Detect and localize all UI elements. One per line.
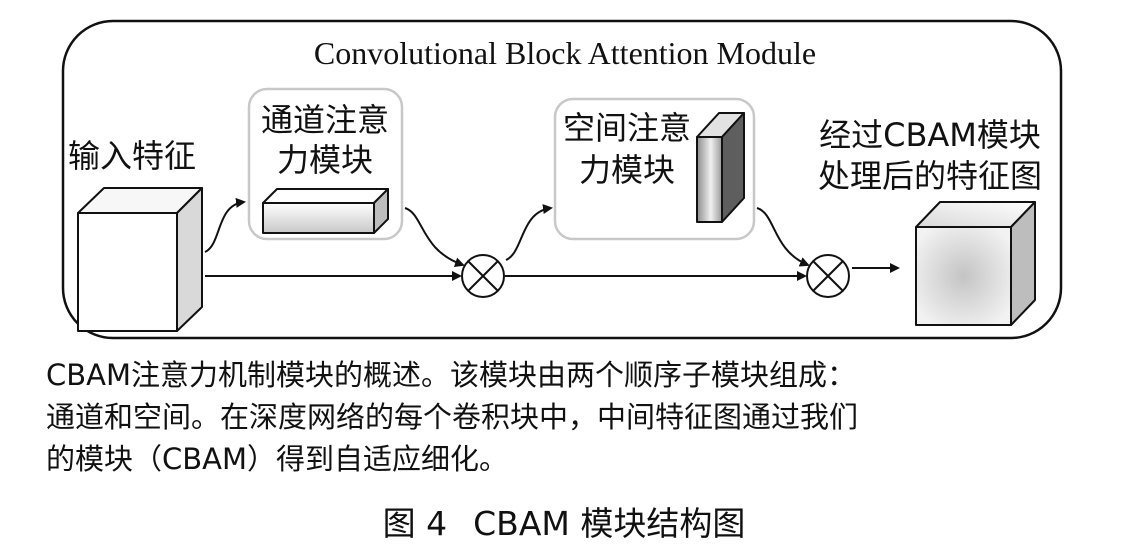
spatial-attention-label-line2: 力模块 bbox=[579, 151, 675, 189]
caption-line-1: CBAM注意力机制模块的概述。该模块由两个顺序子模块组成： bbox=[46, 358, 857, 392]
spatial-attention-map bbox=[696, 112, 745, 223]
multiply-operator-2 bbox=[806, 254, 850, 298]
caption-line-3: 的模块（CBAM）得到自适应细化。 bbox=[46, 442, 509, 476]
multiply-operator-1 bbox=[461, 254, 505, 298]
arrow-multiply-1-to-spatial bbox=[505, 204, 553, 261]
figure-title-text: CBAM 模块结构图 bbox=[473, 504, 746, 543]
figure-title: 图 4 CBAM 模块结构图 bbox=[0, 497, 1128, 545]
output-label-line2: 处理后的特征图 bbox=[818, 157, 1042, 195]
refined-feature-cube bbox=[915, 201, 1036, 326]
arrow-input-to-channel bbox=[204, 197, 246, 253]
caption-line-2: 通道和空间。在深度网络的每个卷积块中，中间特征图通过我们 bbox=[46, 400, 859, 434]
module-title: Convolutional Block Attention Module bbox=[314, 35, 816, 71]
input-feature-label: 输入特征 bbox=[68, 137, 196, 175]
figure-number: 图 4 bbox=[382, 504, 448, 543]
module-frame bbox=[61, 19, 1063, 340]
arrow-spatial-to-multiply-2 bbox=[756, 207, 810, 267]
channel-attention-map bbox=[262, 188, 389, 234]
input-feature-cube bbox=[77, 187, 203, 332]
output-label-line1: 经过CBAM模块 bbox=[819, 116, 1041, 154]
arrow-channel-to-multiply-1 bbox=[404, 207, 465, 268]
channel-attention-label-line2: 力模块 bbox=[277, 141, 373, 179]
spatial-attention-label-line1: 空间注意 bbox=[563, 109, 691, 147]
channel-attention-label-line1: 通道注意 bbox=[261, 101, 389, 139]
